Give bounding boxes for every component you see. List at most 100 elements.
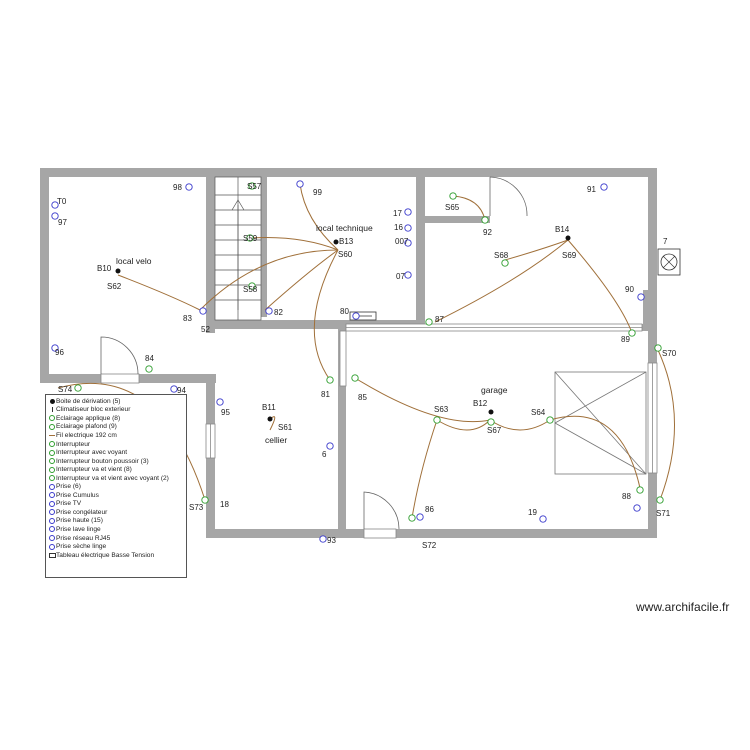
socket-icon — [199, 307, 207, 315]
socket-icon — [633, 504, 641, 512]
window-tech-inner — [339, 330, 347, 387]
wall-stair-left — [206, 168, 215, 333]
wall-stair-right — [261, 177, 267, 317]
socket-icon — [170, 385, 178, 393]
point-label: S68 — [494, 251, 509, 260]
switch-icon — [546, 416, 554, 424]
legend-item: Prise congélateur — [48, 508, 184, 517]
legend-item-label: Eclairage applique (8) — [56, 414, 121, 422]
wall-right — [648, 168, 657, 538]
socket-icon — [51, 344, 59, 352]
point-label: 94 — [177, 386, 186, 395]
switch-icon — [654, 344, 662, 352]
wall-top — [40, 168, 657, 177]
switch-icon — [636, 486, 644, 494]
legend: Boite de dérivation (5)Climatiseur bloc … — [45, 394, 187, 578]
switches — [74, 182, 664, 522]
applique-icon — [48, 415, 56, 422]
legend-item: Interrupteur va et vient avec voyant (2) — [48, 474, 184, 483]
prise-icon — [48, 492, 56, 499]
switch-icon — [145, 365, 153, 373]
socket-icon — [51, 212, 59, 220]
prise-icon — [48, 517, 56, 524]
fil-icon — [48, 434, 56, 436]
legend-item: Prise TV — [48, 500, 184, 509]
point-label: 89 — [621, 335, 630, 344]
socket-icon — [352, 312, 360, 320]
legend-item-label: Interrupteur bouton poussoir (3) — [56, 457, 149, 465]
point-label: 90 — [625, 285, 634, 294]
sockets — [51, 180, 645, 543]
switch-icon — [656, 496, 664, 504]
point-label: 7 — [663, 237, 668, 246]
point-label: 85 — [358, 393, 367, 402]
point-label: B13 — [339, 237, 354, 246]
switch-icon — [351, 374, 359, 382]
socket-icon — [319, 535, 327, 543]
point-label: 84 — [145, 354, 154, 363]
legend-item: Prise lave linge — [48, 525, 184, 534]
legend-item-label: Interrupteur va et vient avec voyant (2) — [56, 474, 169, 482]
legend-item-label: Interrupteur — [56, 440, 91, 448]
point-label: S61 — [278, 423, 293, 432]
switch-icon — [487, 418, 495, 426]
point-label: 07 — [396, 272, 405, 281]
wall-right-inner — [643, 290, 649, 330]
wall-small-room — [425, 216, 490, 223]
point-label: 88 — [622, 492, 631, 501]
legend-item-label: Prise lave linge — [56, 525, 101, 533]
point-label: S70 — [662, 349, 677, 358]
legend-item: Eclairage plafond (9) — [48, 423, 184, 432]
point-label: B14 — [555, 225, 570, 234]
door-garage — [363, 491, 400, 530]
point-label: S73 — [189, 503, 204, 512]
legend-item-label: Prise haute (15) — [56, 517, 103, 525]
legend-item: Prise haute (15) — [48, 517, 184, 526]
switch-icon — [246, 234, 254, 242]
prise-icon — [48, 543, 56, 550]
point-label: S64 — [531, 408, 546, 417]
legend-item-label: Prise congélateur — [56, 508, 108, 516]
point-label: 91 — [587, 185, 596, 194]
legend-item-label: Prise TV — [56, 500, 82, 508]
socket-icon — [404, 208, 412, 216]
point-label: 17 — [393, 209, 402, 218]
point-label: 82 — [274, 308, 283, 317]
prise-icon — [48, 535, 56, 542]
openings — [100, 323, 658, 539]
point-label: 97 — [58, 218, 67, 227]
point-label: 86 — [425, 505, 434, 514]
boite-icon — [48, 398, 56, 404]
point-label: S67 — [487, 426, 502, 435]
legend-item: Prise sèche linge — [48, 542, 184, 551]
legend-item-label: Eclairage plafond (9) — [56, 423, 117, 431]
wall-tech-right — [416, 168, 425, 329]
socket-icon — [216, 398, 224, 406]
switch-icon — [501, 259, 509, 267]
prise-icon — [48, 500, 56, 507]
room-label-local-technique: local technique — [316, 223, 373, 233]
legend-item-label: Interrupteur avec voyant — [56, 449, 128, 457]
tableau-icon — [48, 552, 56, 558]
junction-boxes — [115, 235, 571, 422]
point-label: T0 — [57, 197, 67, 206]
point-label: 6 — [322, 450, 327, 459]
socket-icon — [600, 183, 608, 191]
legend-item-label: Prise Cumulus — [56, 491, 99, 499]
point-label: S65 — [445, 203, 460, 212]
point-label: 99 — [313, 188, 322, 197]
legend-item: Climatiseur bloc exterieur — [48, 406, 184, 415]
point-label: 95 — [221, 408, 230, 417]
wall-left — [40, 168, 49, 383]
legend-item-label: Boite de dérivation (5) — [56, 397, 121, 405]
switch-icon — [74, 384, 82, 392]
point-label: 87 — [435, 315, 444, 324]
site-watermark: www.archifacile.fr — [636, 600, 730, 614]
legend-item: Boite de dérivation (5) — [48, 397, 184, 406]
point-label: S71 — [656, 509, 671, 518]
socket-icon — [404, 271, 412, 279]
legend-item: Prise réseau RJ45 — [48, 534, 184, 543]
switch-icon — [326, 376, 334, 384]
point-labels: T0 97 98 S57 99 17 16 007 07 S65 92 91 B… — [55, 182, 677, 550]
